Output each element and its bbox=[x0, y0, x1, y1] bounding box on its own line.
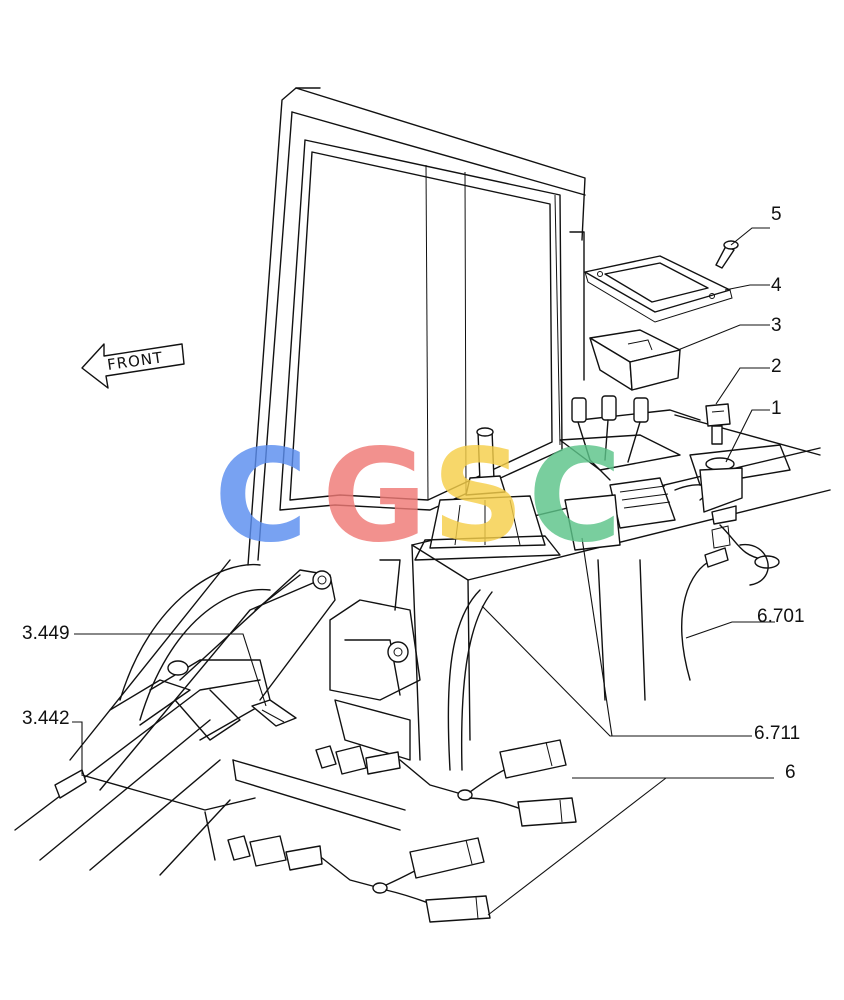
watermark: C G S C bbox=[214, 422, 622, 571]
callout-4: 4 bbox=[771, 275, 782, 296]
part-2-key bbox=[705, 403, 731, 445]
callout-6: 6 bbox=[785, 762, 796, 783]
part-1-ignition-switch bbox=[699, 457, 743, 549]
loader-arm bbox=[14, 559, 406, 876]
part-4-bezel bbox=[584, 255, 733, 323]
part-3442-tag bbox=[54, 769, 256, 811]
leader-lines bbox=[72, 227, 775, 916]
cab-window bbox=[279, 139, 563, 511]
front-arrow-label: FRONT bbox=[106, 348, 164, 374]
part-3449-clip bbox=[251, 699, 297, 727]
front-arrow: FRONT bbox=[81, 343, 185, 389]
joystick bbox=[414, 427, 561, 561]
part-6-sensor-upper bbox=[315, 739, 577, 827]
callout-6711: 6.711 bbox=[754, 723, 800, 744]
callout-2: 2 bbox=[771, 356, 782, 377]
callout-3: 3 bbox=[771, 315, 782, 336]
callout-3442: 3.442 bbox=[22, 708, 70, 729]
cab-frame bbox=[247, 87, 586, 566]
callout-5: 5 bbox=[771, 204, 782, 225]
part-6701-cable bbox=[681, 524, 780, 681]
watermark-letter-c2: C bbox=[528, 422, 622, 571]
watermark-letter-g: G bbox=[322, 422, 427, 571]
watermark-letter-s: S bbox=[432, 422, 524, 571]
callout-6701: 6.701 bbox=[757, 606, 805, 627]
callout-1: 1 bbox=[771, 398, 782, 419]
pivot-bracket bbox=[329, 559, 421, 761]
watermark-letter-c1: C bbox=[214, 422, 308, 571]
callout-3449: 3.449 bbox=[22, 623, 70, 644]
part-6-sensor-lower bbox=[227, 835, 491, 923]
part-5-screw bbox=[715, 240, 739, 269]
hydraulic-cylinder bbox=[109, 659, 271, 741]
part-3-panel bbox=[589, 329, 681, 391]
console-connectors bbox=[564, 395, 709, 551]
callout-labels: 5 4 3 2 1 6.701 6.711 6 3.449 3.442 bbox=[22, 204, 805, 783]
